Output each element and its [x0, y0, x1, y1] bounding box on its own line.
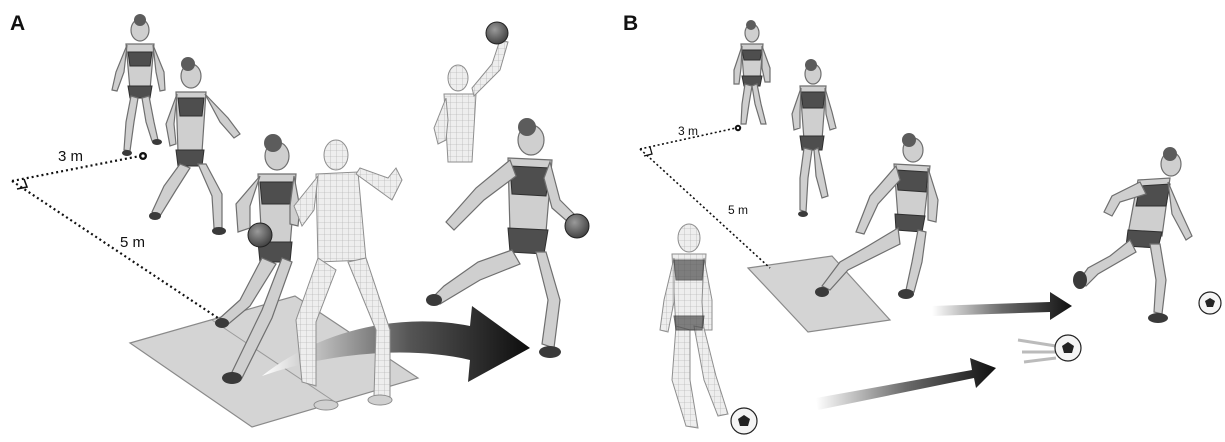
- panel-b-athlete-3: [815, 133, 938, 299]
- panel-a-distance-5m: 5 m: [120, 234, 145, 251]
- panel-a-handball-1: [248, 223, 272, 247]
- panel-b-soccer-ball-2: [1018, 335, 1081, 362]
- panel-b-athlete-1: [734, 20, 770, 124]
- panel-b-athlete-2: [792, 59, 836, 217]
- panel-a-label: A: [10, 12, 25, 35]
- panel-a-distance-3m: 3 m: [58, 148, 83, 165]
- panel-b-distance-5m: 5 m: [728, 203, 748, 217]
- panel-a: A 3 m 5 m: [10, 12, 589, 427]
- panel-b-distance-line-5m: [640, 149, 770, 268]
- panel-a-athlete-1: [112, 14, 165, 156]
- panel-b-mesh-kicker: [660, 224, 728, 428]
- panel-b-distance-3m: 3 m: [678, 124, 698, 138]
- panel-b-soccer-ball-1: [731, 408, 757, 434]
- panel-a-mesh-thrower: [434, 40, 508, 162]
- panel-b-soccer-ball-3: [1199, 292, 1221, 314]
- panel-b-athlete-4: [1073, 147, 1192, 323]
- panel-b: B 3 m 5 m: [623, 12, 1221, 434]
- panel-b-arrow-lower: [816, 358, 996, 410]
- panel-b-label: B: [623, 12, 638, 35]
- panel-a-distance-line-5m: [12, 181, 218, 318]
- panel-a-handball-3: [565, 214, 589, 238]
- panel-b-arrow-upper: [932, 292, 1072, 320]
- panel-a-handball-2: [486, 22, 508, 44]
